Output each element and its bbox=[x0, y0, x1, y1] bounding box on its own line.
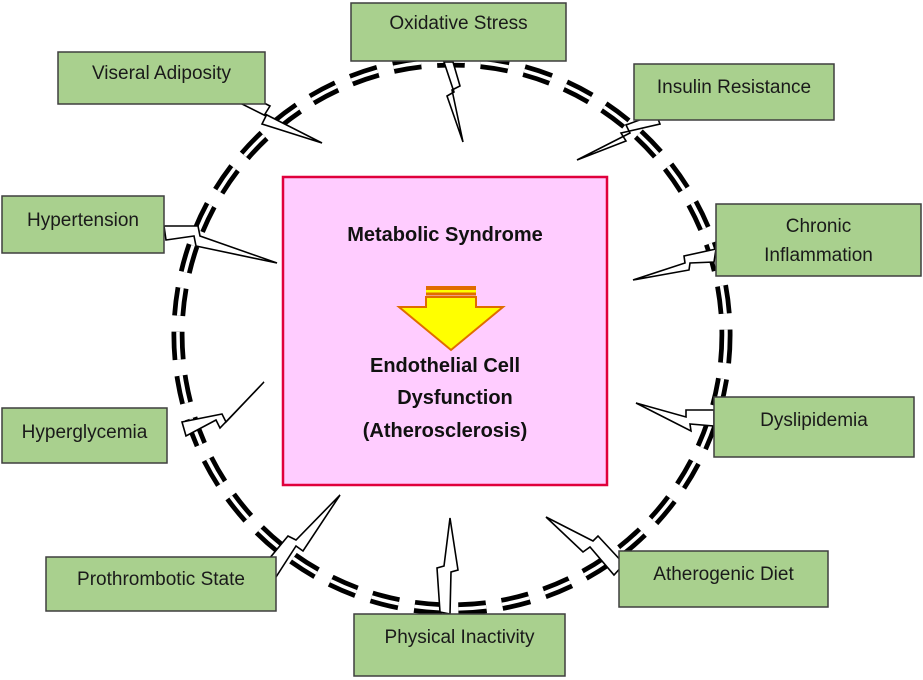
bolt-hyperglycemia bbox=[180, 381, 265, 438]
bolt-prothrombotic-state bbox=[262, 494, 341, 579]
factor-label: Prothrombotic State bbox=[77, 569, 245, 590]
center-outcome-line: Endothelial Cell bbox=[370, 355, 520, 377]
bolt-chronic-inflammation bbox=[632, 247, 717, 281]
factor-prothrombotic-state: Prothrombotic State bbox=[45, 556, 277, 612]
factor-insulin-resistance: Insulin Resistance bbox=[633, 63, 835, 121]
factor-atherogenic-diet: Atherogenic Diet bbox=[618, 550, 829, 608]
factor-hypertension: Hypertension bbox=[1, 195, 165, 254]
center-box: Metabolic Syndrome Endothelial Cell Dysf… bbox=[281, 175, 609, 487]
factor-hyperglycemia: Hyperglycemia bbox=[1, 407, 168, 464]
factor-label: Chronic bbox=[786, 216, 851, 237]
factor-label: Physical Inactivity bbox=[385, 627, 535, 648]
factor-label: Hyperglycemia bbox=[22, 422, 148, 443]
factor-label: Atherogenic Diet bbox=[653, 564, 794, 585]
factor-chronic-inflammation: Chronic Inflammation bbox=[715, 203, 922, 277]
factor-physical-inactivity: Physical Inactivity bbox=[353, 613, 566, 677]
bolt-hypertension bbox=[163, 225, 278, 264]
bolt-dyslipidemia bbox=[635, 402, 715, 433]
bolt-atherogenic-diet bbox=[545, 516, 626, 577]
factor-oxidative-stress: Oxidative Stress bbox=[350, 2, 567, 62]
factor-label: Inflammation bbox=[764, 245, 873, 266]
factor-label: Insulin Resistance bbox=[657, 77, 811, 98]
factor-label: Oxidative Stress bbox=[389, 13, 527, 34]
bolt-physical-inactivity bbox=[436, 517, 459, 615]
center-title: Metabolic Syndrome bbox=[347, 224, 543, 246]
center-outcome-line: Dysfunction bbox=[397, 387, 513, 409]
down-arrow-icon bbox=[396, 286, 506, 352]
factor-label: Viseral Adiposity bbox=[92, 63, 232, 84]
factor-visceral-adiposity: Viseral Adiposity bbox=[57, 51, 266, 105]
factor-dyslipidemia: Dyslipidemia bbox=[713, 396, 915, 458]
bolt-oxidative-stress bbox=[442, 61, 464, 143]
factor-label: Hypertension bbox=[27, 210, 139, 231]
center-outcome-line: (Atherosclerosis) bbox=[363, 420, 528, 442]
factor-label: Dyslipidemia bbox=[760, 410, 868, 431]
